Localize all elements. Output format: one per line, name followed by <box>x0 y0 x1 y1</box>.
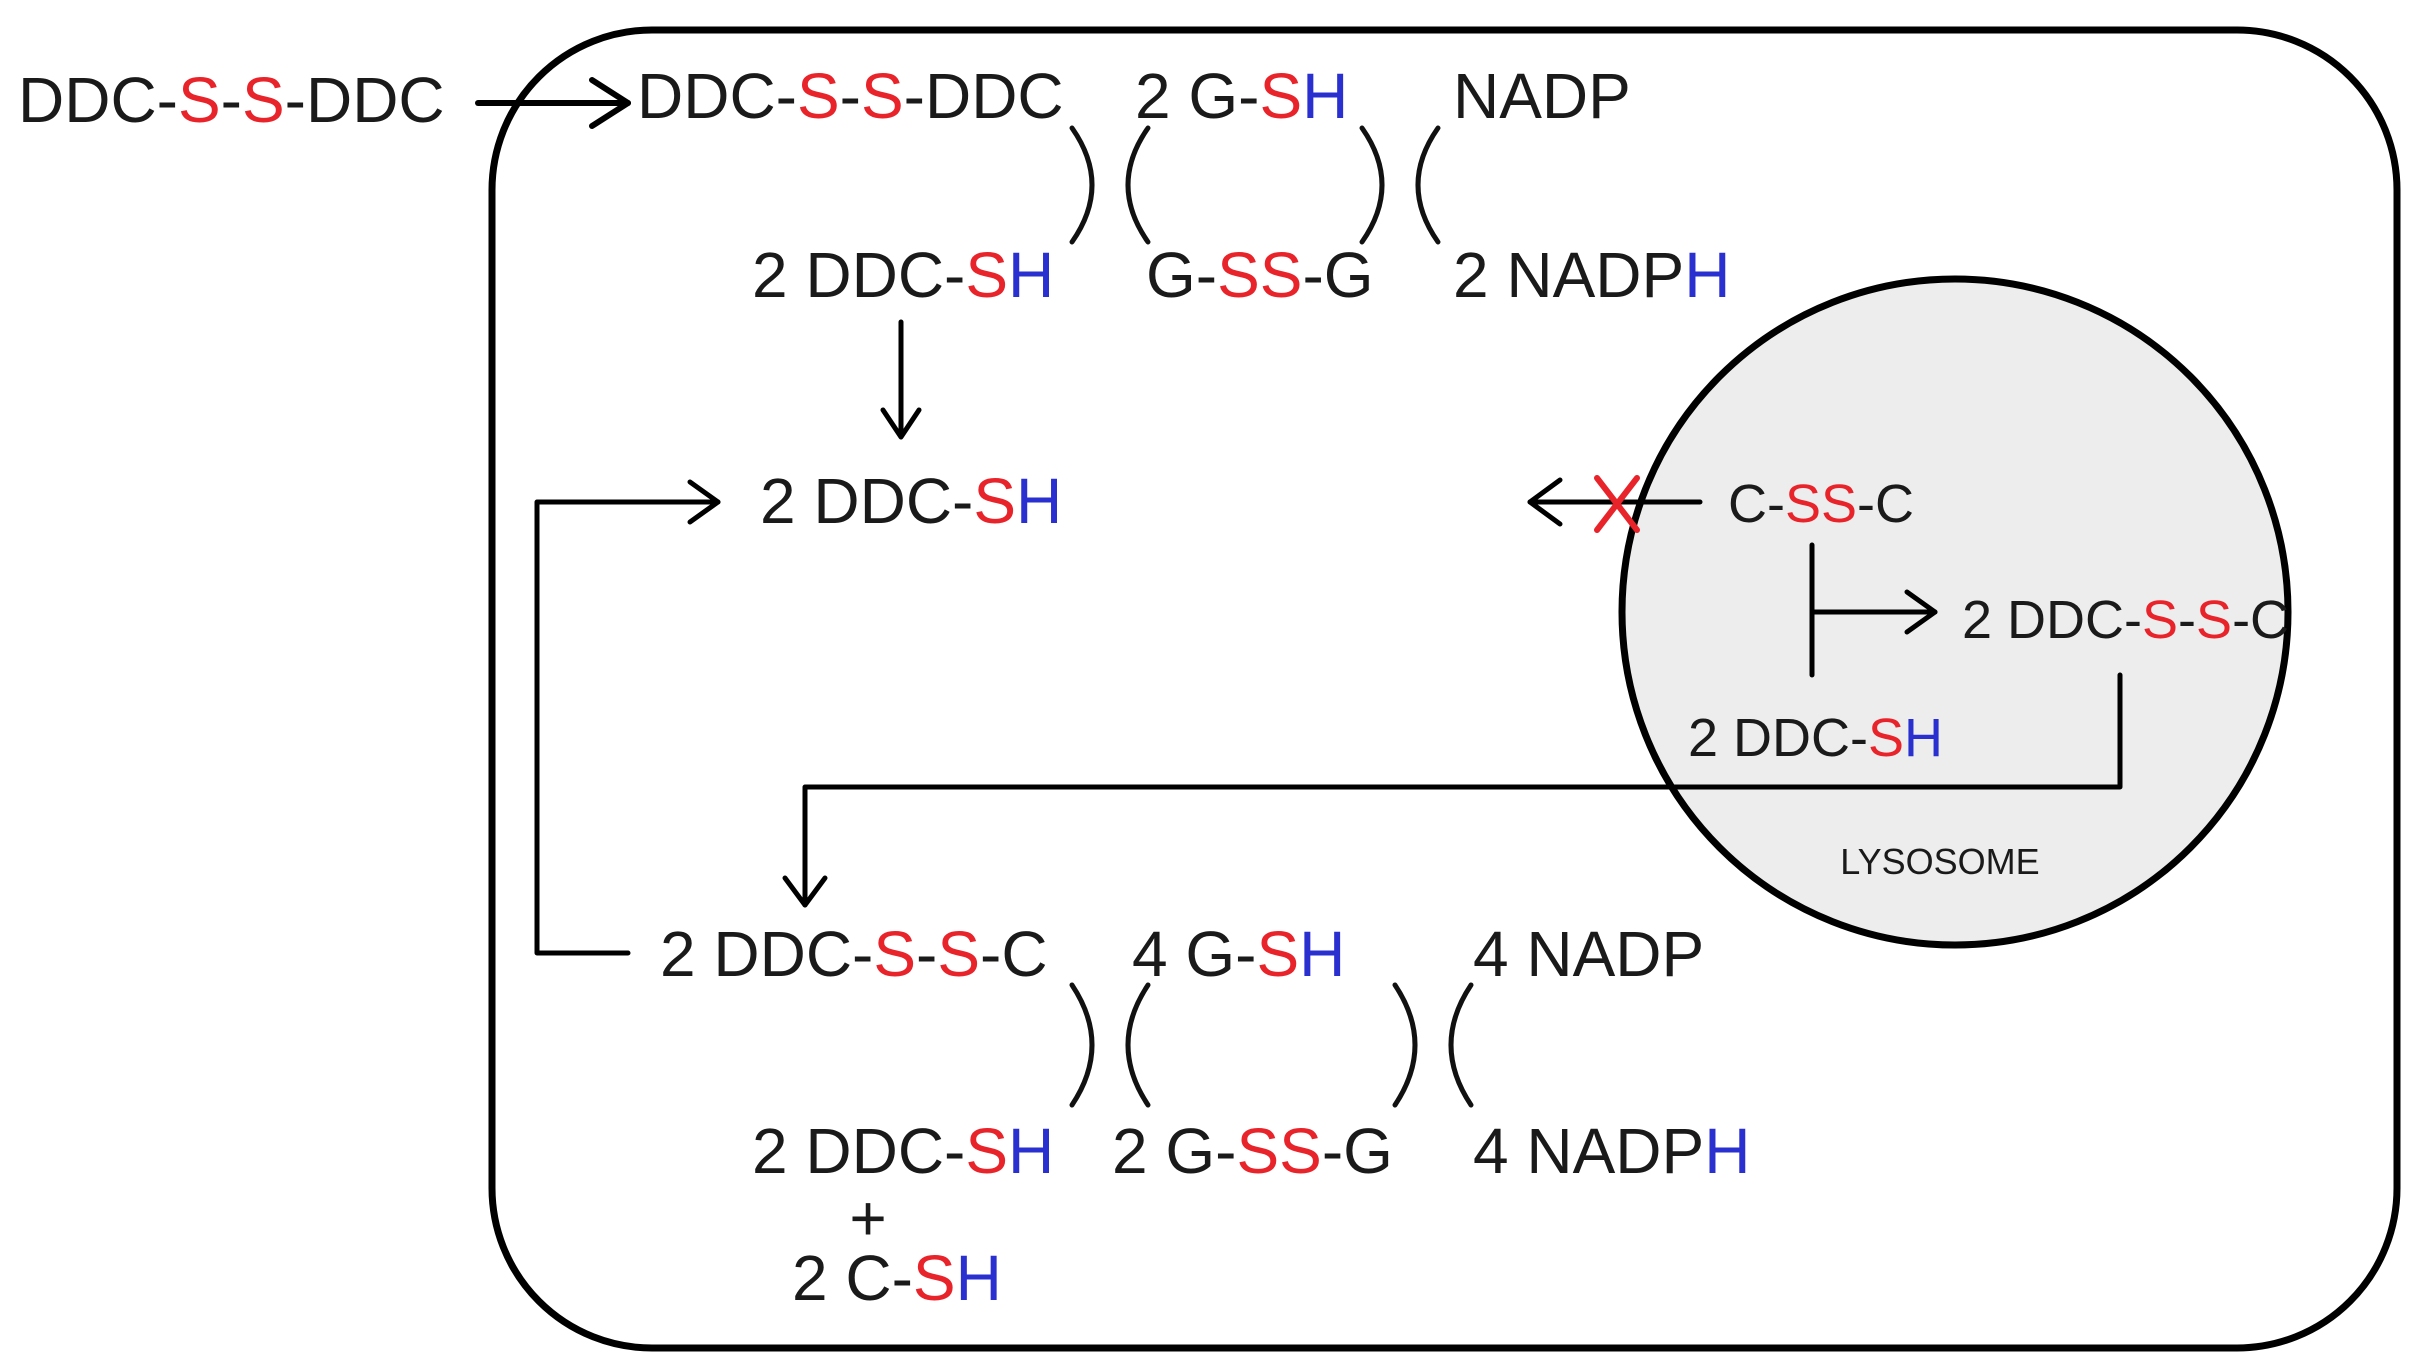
bottom-nadph: 4 NADPH <box>1473 1115 1750 1187</box>
label-segment-text: -C <box>980 918 1048 990</box>
label-segment-text: - <box>840 60 861 132</box>
top-gssg: G-SS-G <box>1146 239 1374 311</box>
middle-ddc-sh: 2 DDC-SH <box>760 465 1062 537</box>
label-segment-text: DDC- <box>18 64 178 136</box>
label-segment-sulfur: SS <box>1785 474 1857 534</box>
label-segment-text: 2 DDC- <box>752 239 965 311</box>
label-segment-text: -DDC <box>904 60 1064 132</box>
label-segment-hydrogen: H <box>1008 239 1054 311</box>
label-segment-sulfur: S <box>937 918 980 990</box>
bottom-coupling-hooks-right <box>1392 982 1474 1108</box>
label-segment-text: -C <box>2232 590 2289 650</box>
label-segment-text: 2 NADP <box>1453 239 1684 311</box>
label-segment-sulfur: S <box>913 1242 956 1314</box>
label-segment-text: 4 NADP <box>1473 1115 1704 1187</box>
lysosome-ddc-ss-c: 2 DDC-S-S-C <box>1962 590 2289 650</box>
label-segment-sulfur: S <box>1868 708 1904 768</box>
label-segment-sulfur: S <box>242 64 285 136</box>
top-coupling-hooks-left <box>1069 125 1151 245</box>
label-segment-sulfur: SS <box>1217 239 1302 311</box>
mixed-disulfide-export-arrow <box>782 672 2123 908</box>
bottom-coupling-hooks-left <box>1069 982 1151 1108</box>
bottom-nadp: 4 NADP <box>1473 918 1704 990</box>
bottom-gssg: 2 G-SS-G <box>1112 1115 1393 1187</box>
label-segment-text: C- <box>1728 474 1785 534</box>
label-segment-text: 4 G- <box>1132 918 1256 990</box>
recycle-loop-arrow <box>534 479 721 956</box>
label-segment-text: - <box>916 918 937 990</box>
label-segment-text: -C <box>1857 474 1914 534</box>
label-segment-text: -DDC <box>285 64 445 136</box>
label-segment-sulfur: S <box>965 239 1008 311</box>
label-segment-hydrogen: H <box>1684 239 1730 311</box>
bottom-product-ddc-sh: 2 DDC-SH <box>752 1115 1054 1187</box>
top-coupling-hooks-right <box>1359 125 1441 245</box>
label-segment-hydrogen: H <box>956 1242 1002 1314</box>
lysosome-label: LYSOSOME <box>1840 841 2039 882</box>
label-segment-text: 2 DDC- <box>660 918 873 990</box>
lysosome-ddc-sh: 2 DDC-SH <box>1688 708 1943 768</box>
label-segment-text: - <box>2178 590 2196 650</box>
bottom-gsh: 4 G-SH <box>1132 918 1345 990</box>
label-segment-hydrogen: H <box>1302 60 1348 132</box>
label-segment-sulfur: S <box>178 64 221 136</box>
label-segment-text: NADP <box>1453 60 1631 132</box>
label-segment-sulfur: S <box>973 465 1016 537</box>
label-segment-text: - <box>221 64 242 136</box>
label-segment-hydrogen: H <box>1008 1115 1054 1187</box>
label-segment-sulfur: S <box>1259 60 1302 132</box>
block-x-icon <box>1594 475 1640 533</box>
label-segment-text: 2 G- <box>1112 1115 1236 1187</box>
label-segment-text: DDC- <box>637 60 797 132</box>
label-segment-text: 2 DDC- <box>752 1115 965 1187</box>
label-segment-text: 2 C- <box>792 1242 913 1314</box>
bottom-substrate-ddc-ss-c: 2 DDC-S-S-C <box>660 918 1048 990</box>
outside-ddc-ss-ddc: DDC-S-S-DDC <box>18 64 445 136</box>
label-segment-hydrogen: H <box>1904 708 1943 768</box>
label-segment-text: G- <box>1146 239 1217 311</box>
label-segment-sulfur: SS <box>1236 1115 1321 1187</box>
bottom-product-c-sh: 2 C-SH <box>792 1242 1002 1314</box>
top-gsh: 2 G-SH <box>1135 60 1348 132</box>
bottom-plus: + <box>849 1182 886 1254</box>
top-nadp: NADP <box>1453 60 1631 132</box>
label-segment-sulfur: S <box>873 918 916 990</box>
top-nadph: 2 NADPH <box>1453 239 1730 311</box>
label-segment-hydrogen: H <box>1704 1115 1750 1187</box>
lysosome-reaction-arrow <box>1809 542 1938 678</box>
label-segment-text: -G <box>1322 1115 1393 1187</box>
down-arrow-to-ddc-sh <box>880 319 922 440</box>
lysosome-cystine: C-SS-C <box>1728 474 1914 534</box>
label-segment-sulfur: S <box>1256 918 1299 990</box>
uptake-arrow <box>475 77 631 129</box>
label-segment-text: 2 DDC- <box>760 465 973 537</box>
label-segment-text: 2 G- <box>1135 60 1259 132</box>
label-segment-sulfur: S <box>2142 590 2178 650</box>
label-segment-sulfur: S <box>965 1115 1008 1187</box>
label-segment-sulfur: S <box>861 60 904 132</box>
top-product-ddc-sh: 2 DDC-SH <box>752 239 1054 311</box>
label-segment-sulfur: S <box>797 60 840 132</box>
label-segment-text: 4 NADP <box>1473 918 1704 990</box>
label-segment-text: 2 DDC- <box>1962 590 2142 650</box>
label-segment-sulfur: S <box>2196 590 2232 650</box>
label-segment-text: -G <box>1302 239 1373 311</box>
label-segment-text: 2 DDC- <box>1688 708 1868 768</box>
label-segment-hydrogen: H <box>1299 918 1345 990</box>
top-substrate-ddc-ss-ddc: DDC-S-S-DDC <box>637 60 1064 132</box>
label-segment-hydrogen: H <box>1016 465 1062 537</box>
